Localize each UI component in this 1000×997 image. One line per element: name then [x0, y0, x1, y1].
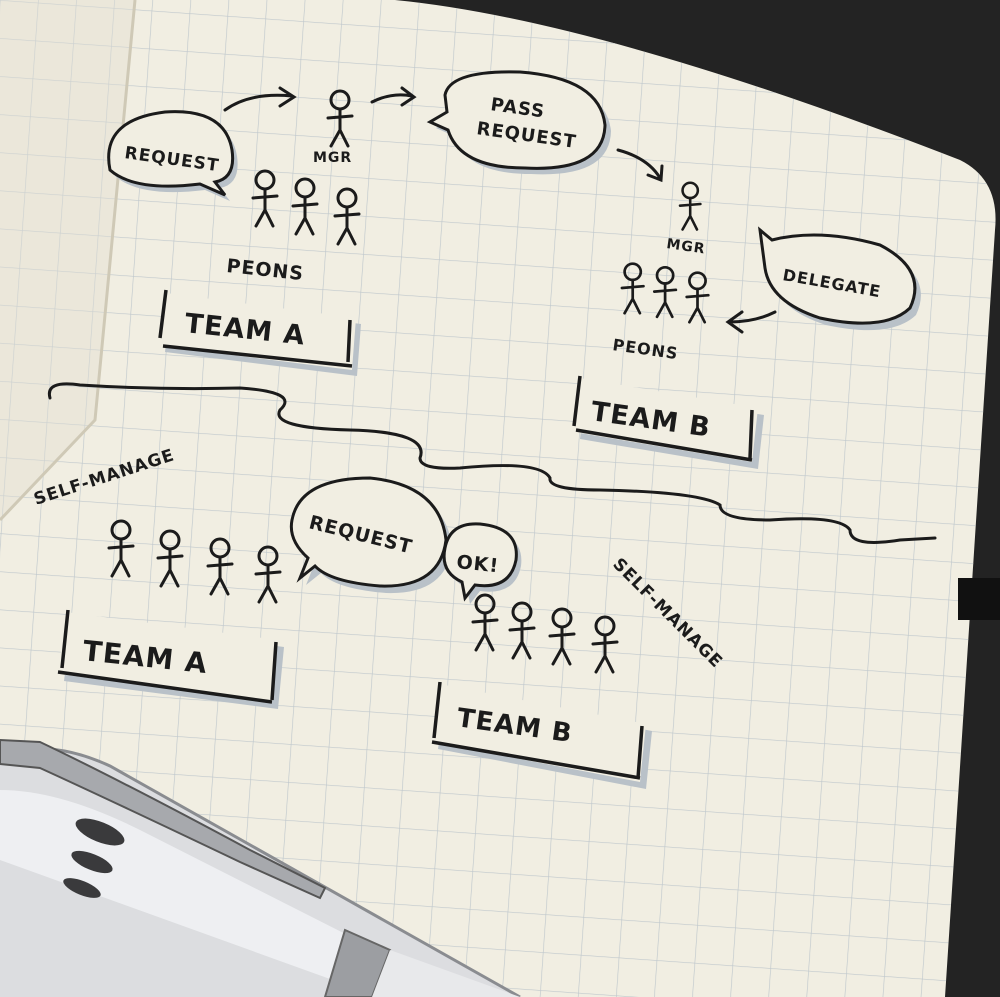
- ok-bubble: OK!: [442, 522, 522, 604]
- team-b-box-top: TEAM B: [572, 375, 764, 469]
- arrow-manager-to-pass: [370, 86, 417, 107]
- team-b-box-bottom: TEAM B: [431, 681, 652, 789]
- request-bubble-bottom: REQUEST: [289, 476, 452, 594]
- delegate-bubble: DELEGATE: [758, 226, 921, 331]
- team-a-box-top: TEAM A: [158, 289, 361, 376]
- manager-a-label: MGR: [313, 150, 352, 166]
- request-bubble-top: REQUEST: [107, 110, 238, 201]
- ballpoint-pen-icon: [0, 738, 521, 997]
- arrow-to-manager-b: [616, 148, 664, 183]
- ok-text: OK!: [455, 551, 500, 577]
- ribbon-bookmark: [958, 578, 1000, 620]
- arrow-to-manager: [223, 86, 297, 112]
- arrow-delegate-to-peons: [725, 310, 777, 334]
- pass-request-bubble: PASS REQUEST: [426, 70, 611, 175]
- manager-b-label: MGR: [665, 236, 706, 257]
- team-a-box-bottom: TEAM A: [57, 609, 284, 709]
- wavy-divider: [47, 382, 937, 544]
